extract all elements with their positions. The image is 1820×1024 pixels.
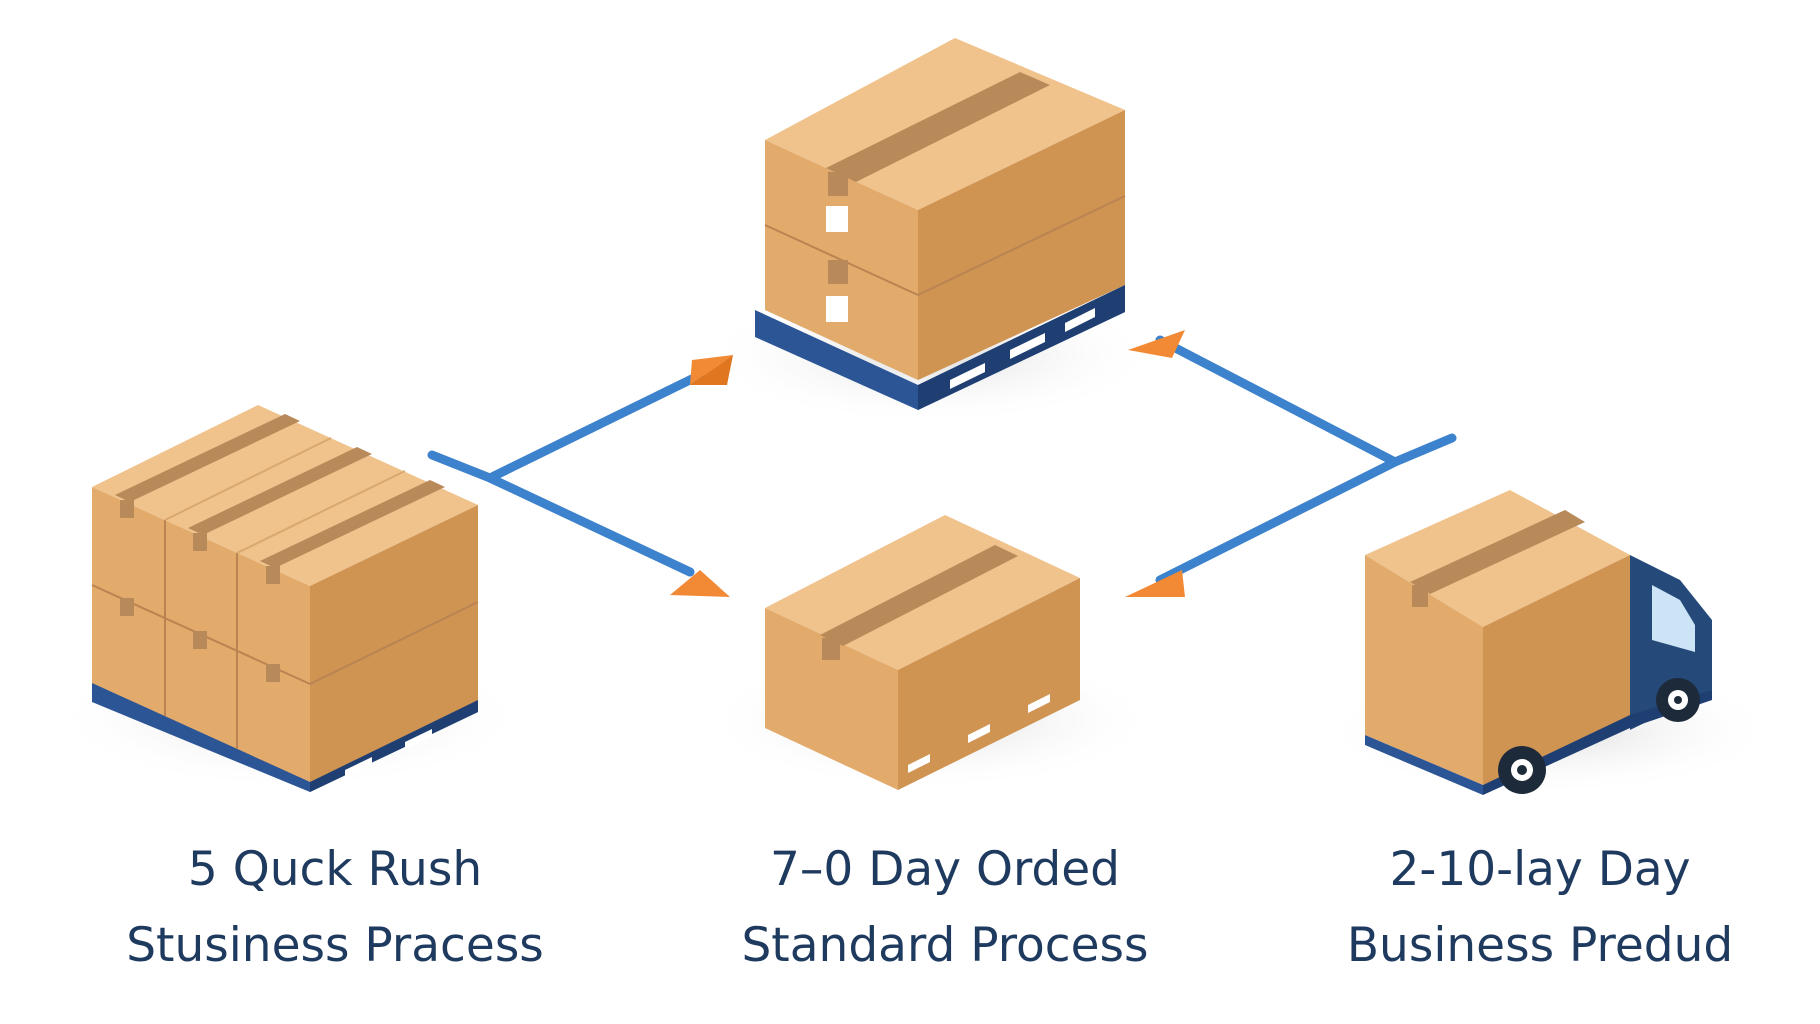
caption-business-line2: Business Predud bbox=[1346, 918, 1734, 973]
caption-standard-line2: Standard Process bbox=[741, 918, 1149, 973]
caption-business: 2-10-lay Day Business Predud bbox=[1290, 832, 1790, 984]
caption-standard-line1: 7–0 Day Orded bbox=[769, 842, 1121, 897]
arrow-left-to-hub bbox=[427, 355, 733, 483]
caption-standard: 7–0 Day Orded Standard Process bbox=[690, 832, 1200, 984]
arrowhead-icon bbox=[1128, 330, 1185, 358]
arrow-left-to-standard bbox=[485, 473, 730, 597]
caption-rush-line2: Stusiness Pracess bbox=[126, 918, 544, 973]
arrow-right-to-hub bbox=[1128, 330, 1457, 467]
caption-business-line1: 2-10-lay Day bbox=[1389, 842, 1691, 897]
arrowhead-icon bbox=[1125, 570, 1185, 597]
pallet-boxes-icon bbox=[50, 405, 530, 792]
delivery-truck-icon bbox=[1320, 490, 1780, 795]
arrow-right-to-standard bbox=[1125, 457, 1400, 597]
box-icon bbox=[700, 515, 1160, 790]
caption-rush: 5 Quck Rush Stusiness Pracess bbox=[80, 832, 590, 984]
caption-rush-line1: 5 Quck Rush bbox=[187, 842, 483, 897]
stacked-pallet-icon bbox=[700, 38, 1160, 425]
arrowhead-icon bbox=[670, 570, 730, 597]
